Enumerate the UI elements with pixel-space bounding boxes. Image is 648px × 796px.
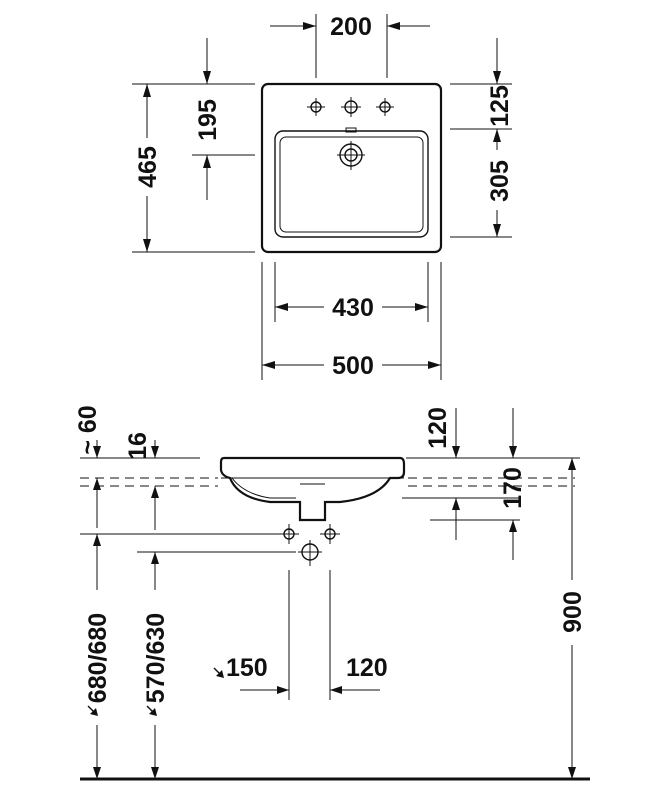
dimension-465-label: 465	[134, 146, 162, 188]
dimension-125-label: 125	[486, 85, 514, 127]
dimension-500: 500	[261, 262, 442, 380]
dimension-200: 200	[270, 13, 430, 78]
top-view: 200 195 465	[132, 13, 514, 380]
dimension-680: 680/680	[80, 533, 280, 779]
dimension-200-label: 200	[330, 13, 372, 41]
basin-inner-bowl	[274, 130, 429, 238]
dimension-120-top-label: 120	[424, 407, 452, 449]
tap-hole-right	[376, 98, 394, 116]
dimension-16-label: 16	[124, 432, 152, 460]
dimension-570: 570/630	[137, 551, 296, 779]
dimension-60: ~ 60	[74, 405, 200, 528]
dimension-430: 430	[274, 262, 429, 322]
water-supply-right-icon	[320, 524, 340, 544]
basin-inner-rim	[279, 136, 424, 233]
side-view: ~ 60 16 120 170	[74, 405, 590, 781]
dimension-170-label: 170	[499, 467, 527, 509]
tap-hole-left	[307, 98, 325, 116]
dimension-170: 170	[402, 457, 580, 560]
dimension-430-label: 430	[332, 294, 374, 322]
dimension-150-120: 150 120	[213, 570, 388, 700]
drain-icon	[337, 141, 365, 170]
dimension-305-label: 305	[486, 160, 514, 202]
dimension-125: 125	[450, 38, 514, 150]
dimension-570-label: 570/630	[142, 613, 170, 703]
basin-outer-outline	[260, 82, 443, 254]
dimension-16: 16	[124, 432, 159, 530]
dimension-900: 900	[559, 458, 587, 779]
waste-outlet-icon	[298, 540, 322, 566]
overflow-slot	[345, 127, 357, 133]
dimension-900-label: 900	[559, 591, 587, 633]
dimension-680-label: 680/680	[84, 613, 112, 703]
dimension-120-bottom-label: 120	[346, 654, 388, 682]
tap-hole-center	[341, 97, 361, 117]
dimension-465: 465	[132, 83, 255, 253]
dimension-60-label: ~ 60	[74, 405, 102, 454]
basin-side-profile	[219, 456, 406, 522]
dimension-500-label: 500	[332, 352, 374, 380]
dimension-150-label: 150	[226, 654, 268, 682]
dimension-120-top: 120	[424, 407, 517, 458]
dimension-305: 305	[450, 129, 514, 238]
dimension-195-label: 195	[194, 99, 222, 141]
dimension-195: 195	[192, 38, 255, 200]
water-supply-left-icon	[279, 524, 299, 544]
